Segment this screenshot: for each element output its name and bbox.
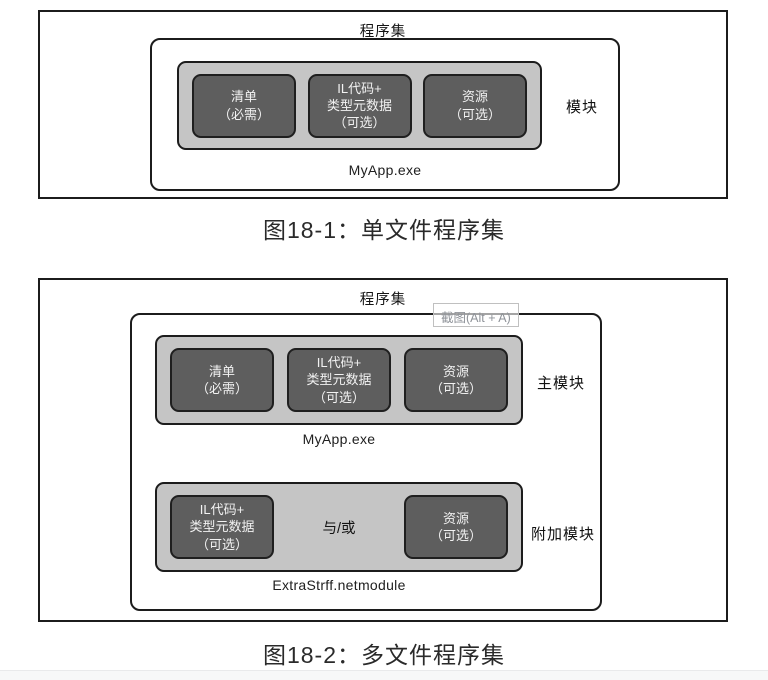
figure1-file-container: 清单 （必需） IL代码+ 类型元数据 （可选） 资源 （可选）	[177, 61, 542, 150]
figure1-manifest-block: 清单 （必需）	[192, 73, 296, 138]
figure2-extra-ilcode-block: IL代码+ 类型元数据 （可选）	[170, 495, 274, 559]
figure2-extra-filename: ExtraStrff.netmodule	[272, 577, 406, 593]
figure2-assembly-label: 程序集	[359, 292, 407, 308]
figure1-module-label: 模块	[565, 99, 598, 116]
screenshot-tooltip: 截图(Alt + A)	[433, 303, 519, 327]
figure1-assembly-label: 程序集	[359, 24, 407, 40]
figure2-main-manifest-block: 清单 （必需）	[170, 348, 274, 412]
figure2-caption: 图18-2：多文件程序集	[262, 642, 506, 668]
figure1-caption: 图18-1：单文件程序集	[262, 217, 506, 243]
figure1-resources-block: 资源 （可选）	[423, 73, 527, 138]
figure2-main-ilcode-block: IL代码+ 类型元数据 （可选）	[287, 348, 391, 412]
figure1-ilcode-block: IL代码+ 类型元数据 （可选）	[307, 73, 412, 138]
figure1-filename: MyApp.exe	[348, 162, 422, 178]
figure2-main-file-container: 清单 （必需） IL代码+ 类型元数据 （可选） 资源 （可选）	[155, 335, 523, 425]
figure2-extra-resources-block: 资源 （可选）	[404, 495, 508, 559]
figure2-main-module-label: 主模块	[536, 375, 585, 392]
footer-bar	[0, 670, 768, 680]
figure2-main-resources-block: 资源 （可选）	[404, 348, 508, 412]
figure2-extra-file-container: IL代码+ 类型元数据 （可选） 与/或 资源 （可选）	[155, 482, 523, 572]
figure2-main-filename: MyApp.exe	[302, 431, 376, 447]
figure2-extra-module-label: 附加模块	[530, 526, 595, 543]
figure2-extra-connector: 与/或	[322, 520, 356, 537]
